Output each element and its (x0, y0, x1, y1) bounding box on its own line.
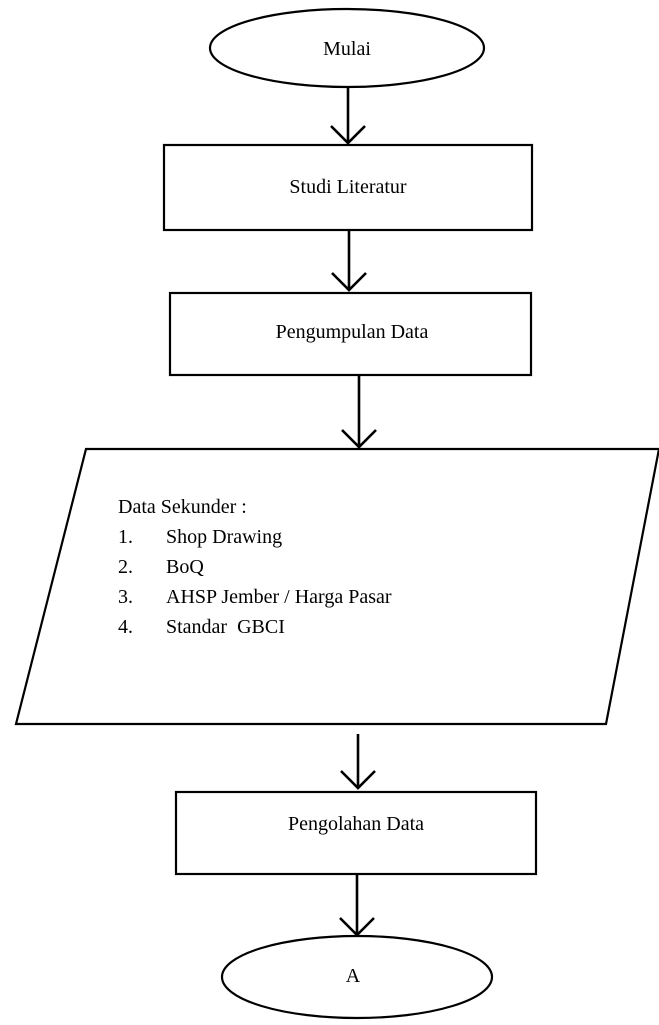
process-pengumpulan-data-label: Pengumpulan Data (276, 321, 429, 343)
data-item-number: 1. (118, 526, 133, 548)
connector-terminal: A (220, 934, 494, 1020)
arrow-literature-to-collection (331, 231, 367, 292)
process-studi-literatur-label: Studi Literatur (289, 176, 407, 198)
arrow-collection-to-input (341, 376, 377, 449)
process-studi-literatur-box (162, 143, 534, 232)
start-terminal: Mulai (208, 7, 486, 89)
process-pengumpulan-data: Pengumpulan Data (168, 291, 533, 377)
data-item-number: 2. (118, 556, 133, 578)
connector-terminal-label: A (346, 965, 361, 987)
arrow-input-to-processing (340, 734, 376, 790)
data-item-text: Shop Drawing (166, 526, 282, 548)
process-pengolahan-data: Pengolahan Data (174, 790, 538, 876)
data-item-text: BoQ (166, 556, 204, 578)
data-item-number: 4. (118, 616, 133, 638)
process-studi-literatur: Studi Literatur (162, 143, 534, 232)
start-terminal-shape (208, 7, 486, 89)
process-pengolahan-data-label: Pengolahan Data (288, 813, 424, 835)
arrow-start-to-literature (330, 88, 366, 145)
data-input-shape (14, 447, 659, 726)
data-item-text: AHSP Jember / Harga Pasar (166, 586, 392, 608)
data-input-parallelogram: Data Sekunder : 1. Shop Drawing 2. BoQ 3… (14, 447, 659, 726)
start-terminal-label: Mulai (323, 38, 371, 60)
data-item-text: Standar GBCI (166, 616, 285, 638)
arrow-processing-to-connector (339, 875, 375, 937)
data-item-number: 3. (118, 586, 133, 608)
process-pengumpulan-data-box (168, 291, 533, 377)
connector-terminal-shape (220, 934, 494, 1020)
data-input-heading: Data Sekunder : (118, 496, 247, 518)
process-pengolahan-data-box (174, 790, 538, 876)
